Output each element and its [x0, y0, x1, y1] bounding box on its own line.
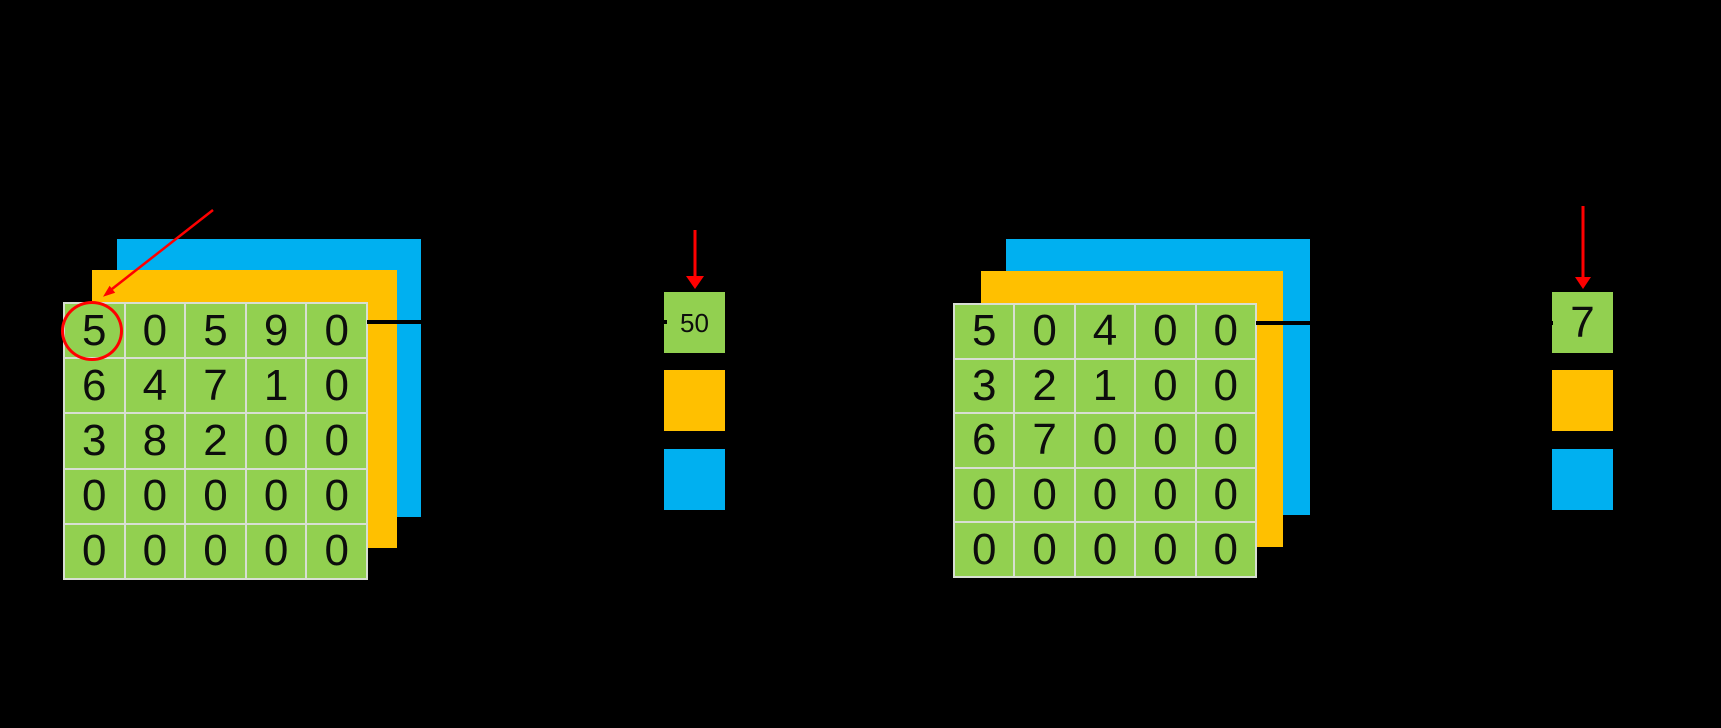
left-connector-line	[367, 320, 667, 324]
matrix-cell: 0	[1196, 359, 1255, 413]
left-vector-blue-cell	[664, 449, 725, 510]
right-vector-orange-cell	[1552, 370, 1613, 431]
matrix-cell: 0	[65, 469, 124, 523]
matrix-cell: 0	[125, 469, 185, 523]
matrix-cell: 0	[1015, 305, 1074, 358]
matrix-cell: 5	[186, 304, 245, 358]
matrix-cell: 4	[125, 359, 185, 413]
red-circle-annotation	[61, 301, 123, 361]
matrix-cell: 0	[307, 469, 366, 523]
matrix-cell: 0	[1015, 523, 1074, 576]
matrix-cell: 0	[955, 523, 1014, 576]
matrix-cell: 0	[1015, 468, 1074, 522]
matrix-cell: 6	[65, 359, 124, 413]
right-connector-line	[1256, 321, 1553, 325]
matrix-cell: 0	[307, 359, 366, 413]
matrix-cell: 0	[307, 414, 366, 468]
matrix-cell: 0	[1196, 305, 1255, 358]
matrix-cell: 2	[186, 414, 245, 468]
matrix-cell: 6	[955, 414, 1014, 467]
right-vector-green-cell: 7	[1552, 292, 1613, 353]
red-diagonal-arrow-icon	[103, 209, 214, 297]
matrix-cell: 0	[125, 304, 185, 358]
matrix-cell: 7	[1015, 414, 1074, 467]
matrix-cell: 0	[186, 469, 245, 523]
matrix-cell: 5	[955, 305, 1014, 358]
matrix-cell: 0	[246, 414, 306, 468]
matrix-cell: 0	[186, 524, 245, 578]
matrix-cell: 3	[955, 359, 1014, 413]
left-vector-orange-cell	[664, 370, 725, 431]
left-vector-green-value: 50	[680, 307, 709, 338]
matrix-cell: 0	[246, 469, 306, 523]
matrix-cell: 0	[307, 304, 366, 358]
right-vector-green-value: 7	[1570, 297, 1595, 347]
matrix-cell: 0	[1196, 468, 1255, 522]
matrix-cell: 0	[1136, 414, 1195, 467]
left-red-down-arrow-icon	[686, 230, 704, 289]
left-vector-green-cell: 50	[664, 292, 725, 353]
matrix-cell: 1	[246, 359, 306, 413]
matrix-cell: 4	[1075, 305, 1135, 358]
matrix-cell: 7	[186, 359, 245, 413]
matrix-cell: 0	[1196, 414, 1255, 467]
matrix-cell: 0	[246, 524, 306, 578]
matrix-cell: 3	[65, 414, 124, 468]
matrix-cell: 0	[1075, 468, 1135, 522]
right-red-down-arrow-icon	[1575, 206, 1591, 289]
matrix-cell: 0	[1136, 359, 1195, 413]
matrix-cell: 0	[1136, 523, 1195, 576]
matrix-cell: 9	[246, 304, 306, 358]
matrix-cell: 0	[1136, 468, 1195, 522]
matrix-cell: 0	[1075, 523, 1135, 576]
matrix-cell: 0	[125, 524, 185, 578]
matrix-cell: 0	[1196, 523, 1255, 576]
matrix-cell: 1	[1075, 359, 1135, 413]
matrix-cell: 2	[1015, 359, 1074, 413]
right-vector-blue-cell	[1552, 449, 1613, 510]
matrix-cell: 0	[307, 524, 366, 578]
matrix-cell: 0	[1136, 305, 1195, 358]
matrix-cell: 0	[1075, 414, 1135, 467]
matrix-cell: 0	[65, 524, 124, 578]
matrix-cell: 0	[955, 468, 1014, 522]
matrix-cell: 8	[125, 414, 185, 468]
